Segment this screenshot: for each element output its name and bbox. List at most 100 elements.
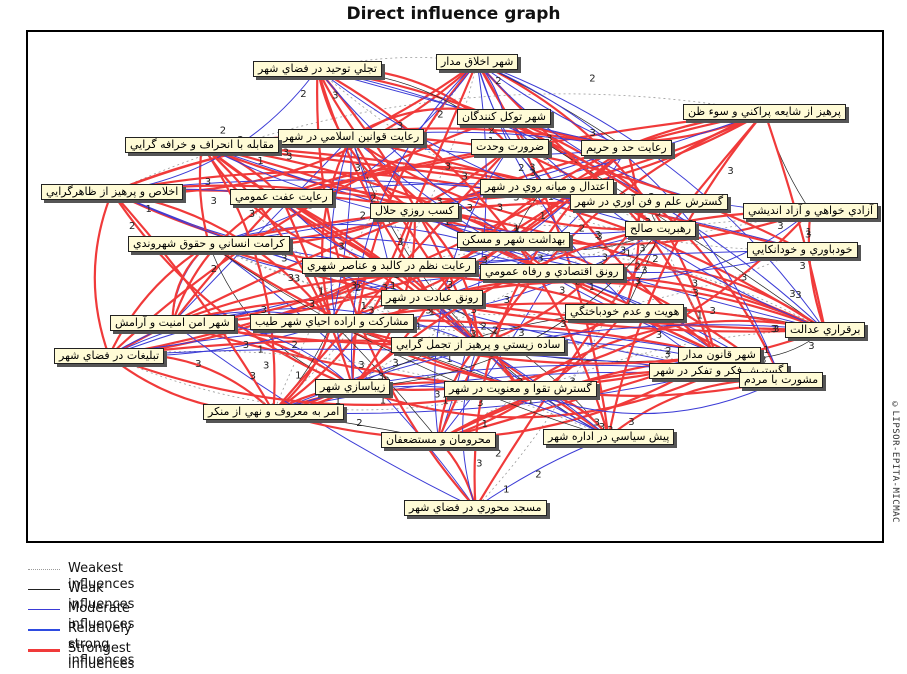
influence-edge bbox=[111, 179, 803, 251]
edge-weight-label: 3 bbox=[656, 330, 662, 341]
edge-weight-label: 3 bbox=[250, 371, 256, 382]
node-n13: آزادي خواهي و آزاد انديشي bbox=[743, 203, 878, 219]
edge-weight-label: 3 bbox=[263, 360, 269, 371]
influence-edge bbox=[208, 239, 514, 277]
watermark-text: ©LIPSOR-EPITA-MICMAC bbox=[890, 400, 900, 523]
edge-weight-label: 2 bbox=[356, 418, 362, 429]
node-n5: رعايت قوانين اسلامي در شهر bbox=[278, 129, 425, 145]
node-n18: خودباوري و خودانكايي bbox=[747, 242, 858, 258]
influence-edge bbox=[331, 302, 826, 332]
influence-edge bbox=[431, 147, 628, 299]
influence-edge bbox=[317, 68, 514, 241]
edge-weight-label: 3 bbox=[497, 203, 503, 214]
edge-weight-label: 2 bbox=[665, 346, 671, 357]
influence-edge bbox=[111, 184, 782, 381]
edge-weight-label: 2 bbox=[575, 277, 581, 288]
edge-weight-label: 3 bbox=[445, 162, 451, 173]
edge-weight-label: 1 bbox=[258, 344, 264, 355]
edge-weight-label: 1 bbox=[295, 371, 301, 382]
edge-weight-label: 1 bbox=[446, 354, 452, 365]
edge-weight-label: 1 bbox=[697, 311, 703, 322]
edge-weight-label: 3 bbox=[482, 255, 488, 266]
legend-line-weakest bbox=[28, 569, 60, 570]
edge-weight-label: 3 bbox=[529, 162, 535, 173]
edge-weight-label: 3 bbox=[425, 306, 431, 317]
node-n1: شهر اخلاق مدار bbox=[436, 54, 519, 70]
influence-edge bbox=[201, 144, 661, 235]
edge-weight-label: 3 bbox=[595, 230, 601, 241]
edge-weight-label: 3 bbox=[489, 348, 495, 359]
node-n12: گسترش علم و فن آوري در شهر bbox=[570, 194, 729, 210]
influence-edge bbox=[108, 354, 521, 406]
edge-weight-label: 3 bbox=[397, 237, 403, 248]
influence-edge bbox=[607, 111, 766, 438]
edge-weight-label: 2 bbox=[579, 224, 585, 235]
edge-weight-label: 3 bbox=[195, 359, 201, 370]
edge-weight-label: 2 bbox=[495, 448, 501, 459]
influence-edge bbox=[201, 144, 354, 388]
legend-label-relatively-strong: Relatively strong influences bbox=[68, 621, 135, 668]
edge-weight-label: 2 bbox=[292, 340, 298, 351]
influence-edge bbox=[431, 281, 826, 332]
legend-label-weakest: Weakest influences bbox=[68, 561, 135, 592]
edge-weight-label: 2 bbox=[492, 325, 498, 336]
influence-edge bbox=[208, 243, 609, 438]
edge-weight-label: 1 bbox=[444, 217, 450, 228]
edge-weight-label: 3 bbox=[288, 273, 294, 284]
node-n8: رعايت حد و حريم bbox=[581, 140, 672, 156]
edge-weight-label: 3 bbox=[307, 200, 313, 211]
influence-edge bbox=[431, 110, 765, 299]
edge-weight-label: 1 bbox=[625, 249, 631, 260]
influence-edge bbox=[316, 68, 553, 274]
influence-edge bbox=[273, 385, 609, 438]
edge-weight-label: 3 bbox=[599, 422, 605, 433]
edge-weight-label: 3 bbox=[436, 197, 442, 208]
edge-weight-label: 3 bbox=[546, 134, 552, 145]
edge-weight-label: 1 bbox=[390, 281, 396, 292]
edge-weight-label: 2 bbox=[370, 194, 376, 205]
edge-weight-label: 1 bbox=[380, 396, 386, 407]
edge-weight-label: 3 bbox=[543, 152, 549, 163]
edge-weight-label: 3 bbox=[692, 288, 698, 299]
edge-weight-label: 1 bbox=[763, 345, 769, 356]
node-n35: محرومان و مستضعفان bbox=[381, 432, 496, 448]
edge-weight-label: 3 bbox=[467, 203, 473, 214]
influence-edge bbox=[272, 146, 511, 413]
edge-weight-label: 3 bbox=[338, 241, 344, 252]
edge-weight-label: 3 bbox=[261, 305, 267, 316]
edge-weight-label: 3 bbox=[283, 147, 289, 158]
edge-weight-label: 3 bbox=[664, 350, 670, 361]
edge-weight-label: 3 bbox=[294, 274, 300, 285]
edge-weight-label: 1 bbox=[513, 223, 519, 234]
edge-weight-label: 3 bbox=[243, 340, 249, 351]
influence-edge bbox=[438, 329, 826, 441]
edge-weight-label: 1 bbox=[335, 396, 341, 407]
node-n28: شهر قانون مدار bbox=[678, 347, 761, 363]
edge-weight-label: 2 bbox=[489, 125, 495, 136]
influence-edge bbox=[201, 144, 276, 413]
edge-weight-label: 3 bbox=[602, 252, 608, 263]
edge-weight-label: 3 bbox=[596, 232, 602, 243]
edge-weight-label: 3 bbox=[286, 152, 292, 163]
node-n6: مقابله با انحراف و خرافه گرايي bbox=[125, 137, 280, 153]
edge-weight-label: 3 bbox=[620, 245, 626, 256]
node-n21: رونق عبادت در شهر bbox=[381, 290, 484, 306]
edge-weight-label: 2 bbox=[360, 211, 366, 222]
edge-weight-label: 3 bbox=[590, 128, 596, 139]
influence-edge bbox=[108, 350, 609, 438]
edge-weight-label: 3 bbox=[727, 166, 733, 177]
edge-weight-label: 3 bbox=[559, 286, 565, 297]
influence-edge bbox=[172, 136, 352, 324]
edge-weight-label: 1 bbox=[146, 204, 152, 215]
node-n22: هويت و عدم خودباختگي bbox=[565, 304, 685, 320]
edge-weight-label: 3 bbox=[777, 221, 783, 232]
edge-weight-label: 3 bbox=[760, 355, 766, 366]
edge-weight-label: 3 bbox=[351, 281, 357, 292]
edge-weight-label: 3 bbox=[789, 289, 795, 300]
edge-weight-label: 3 bbox=[587, 315, 593, 326]
node-n33: امر به معروف و نهي از منكر bbox=[203, 404, 345, 420]
influence-edge bbox=[111, 191, 433, 299]
influence-edge bbox=[350, 136, 661, 231]
node-n24: شهر امن امنيت و آرامش bbox=[110, 315, 235, 331]
edge-weight-label: 3 bbox=[309, 299, 315, 310]
